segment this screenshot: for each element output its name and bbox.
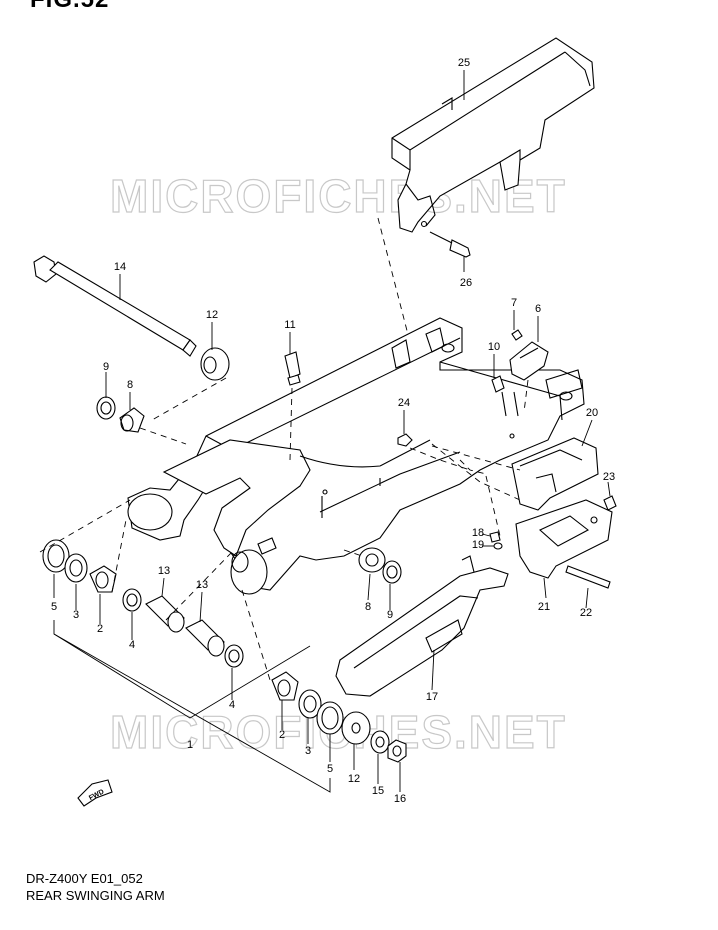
seal-4-right-part — [224, 644, 244, 668]
spacer-13-b-part — [185, 619, 225, 657]
callout-seal-4-right: 4 — [229, 699, 235, 711]
nut-24-part — [397, 433, 413, 447]
watermark-top: MICROFICHES.NET — [110, 170, 567, 222]
bolt-26-part — [429, 231, 471, 258]
grease-nipple-part — [284, 351, 301, 386]
callout-chain-guide-upper: 20 — [586, 407, 598, 419]
callout-washer-15: 15 — [372, 785, 384, 797]
bearing-2-right-part — [271, 671, 299, 701]
callout-dust-seal-9-right: 9 — [387, 609, 393, 621]
callout-bearing-left: 8 — [127, 379, 133, 391]
bearing-8-left-part — [119, 407, 145, 433]
spacer-3-left-part — [64, 553, 88, 583]
pivot-shaft-part — [33, 255, 197, 357]
callout-washer-right: 12 — [348, 773, 360, 785]
model-code: DR-Z400Y E01_052 — [26, 871, 143, 886]
washer-12-right-part — [341, 711, 371, 745]
bracket-6-part — [491, 329, 549, 393]
figure-title: FIG.52 — [30, 0, 109, 14]
callout-swingarm-assy: 1 — [187, 739, 193, 751]
callout-chain-guide-lower: 21 — [538, 601, 550, 613]
callout-bearing-2-right: 2 — [279, 729, 285, 741]
callout-spacer-3-right: 3 — [305, 745, 311, 757]
chain-guard-part — [391, 37, 595, 233]
callout-bolt-22: 22 — [580, 607, 592, 619]
dust-seal-9-right-part — [382, 560, 402, 584]
callout-screw-18: 18 — [472, 527, 484, 539]
bearing-8-right-part — [358, 547, 386, 573]
callout-bolt-10: 10 — [488, 341, 500, 353]
callout-chain-guard-bolt: 26 — [460, 277, 472, 289]
callout-seal-5-left: 5 — [51, 601, 57, 613]
callout-seal-4-left: 4 — [129, 639, 135, 651]
seal-5-right-part — [316, 701, 344, 735]
washer-12-left-part — [200, 347, 230, 381]
callout-seal-5-right: 5 — [327, 763, 333, 775]
callout-bracket-6: 6 — [535, 303, 541, 315]
callout-spacer-13-b: 13 — [196, 579, 208, 591]
callout-nut-24: 24 — [398, 397, 410, 409]
dust-seal-9-left-part — [96, 396, 116, 420]
callout-bearing-2-left: 2 — [97, 623, 103, 635]
callout-bearing-8-right: 8 — [365, 601, 371, 613]
callout-chain-guard: 25 — [458, 57, 470, 69]
diagram-caption: REAR SWINGING ARM — [26, 888, 165, 903]
spacer-3-right-part — [298, 689, 322, 719]
callout-chain-buffer: 17 — [426, 691, 438, 703]
seal-5-left-part — [42, 539, 70, 573]
callout-washer-19: 19 — [472, 539, 484, 551]
front-direction-arrow-icon — [77, 779, 113, 807]
callout-spacer-3-left: 3 — [73, 609, 79, 621]
bearing-2-left-part — [89, 565, 117, 593]
seal-4-left-part — [122, 588, 142, 612]
callout-nut-16: 16 — [394, 793, 406, 805]
callout-spacer-13-a: 13 — [158, 565, 170, 577]
screw-18-washer-19-part — [489, 531, 503, 550]
washer-15-part — [370, 730, 390, 754]
front-direction-marker: FWD — [77, 779, 113, 807]
callout-pivot-shaft: 14 — [114, 261, 126, 273]
chain-buffer-part — [335, 555, 509, 697]
chain-guide-upper-part — [511, 437, 599, 511]
nut-16-part — [387, 739, 407, 763]
callout-bolt-23: 23 — [603, 471, 615, 483]
chain-guide-lower-part — [515, 499, 613, 579]
spacer-13-a-part — [145, 595, 185, 633]
swingarm-part — [127, 317, 585, 595]
callout-screw-7: 7 — [511, 297, 517, 309]
callout-washer-left: 12 — [206, 309, 218, 321]
bolt-22-part — [565, 565, 611, 589]
bolt-23-part — [603, 495, 617, 511]
callout-grease-nipple: 11 — [284, 319, 295, 331]
callout-dust-seal-left: 9 — [103, 361, 109, 373]
